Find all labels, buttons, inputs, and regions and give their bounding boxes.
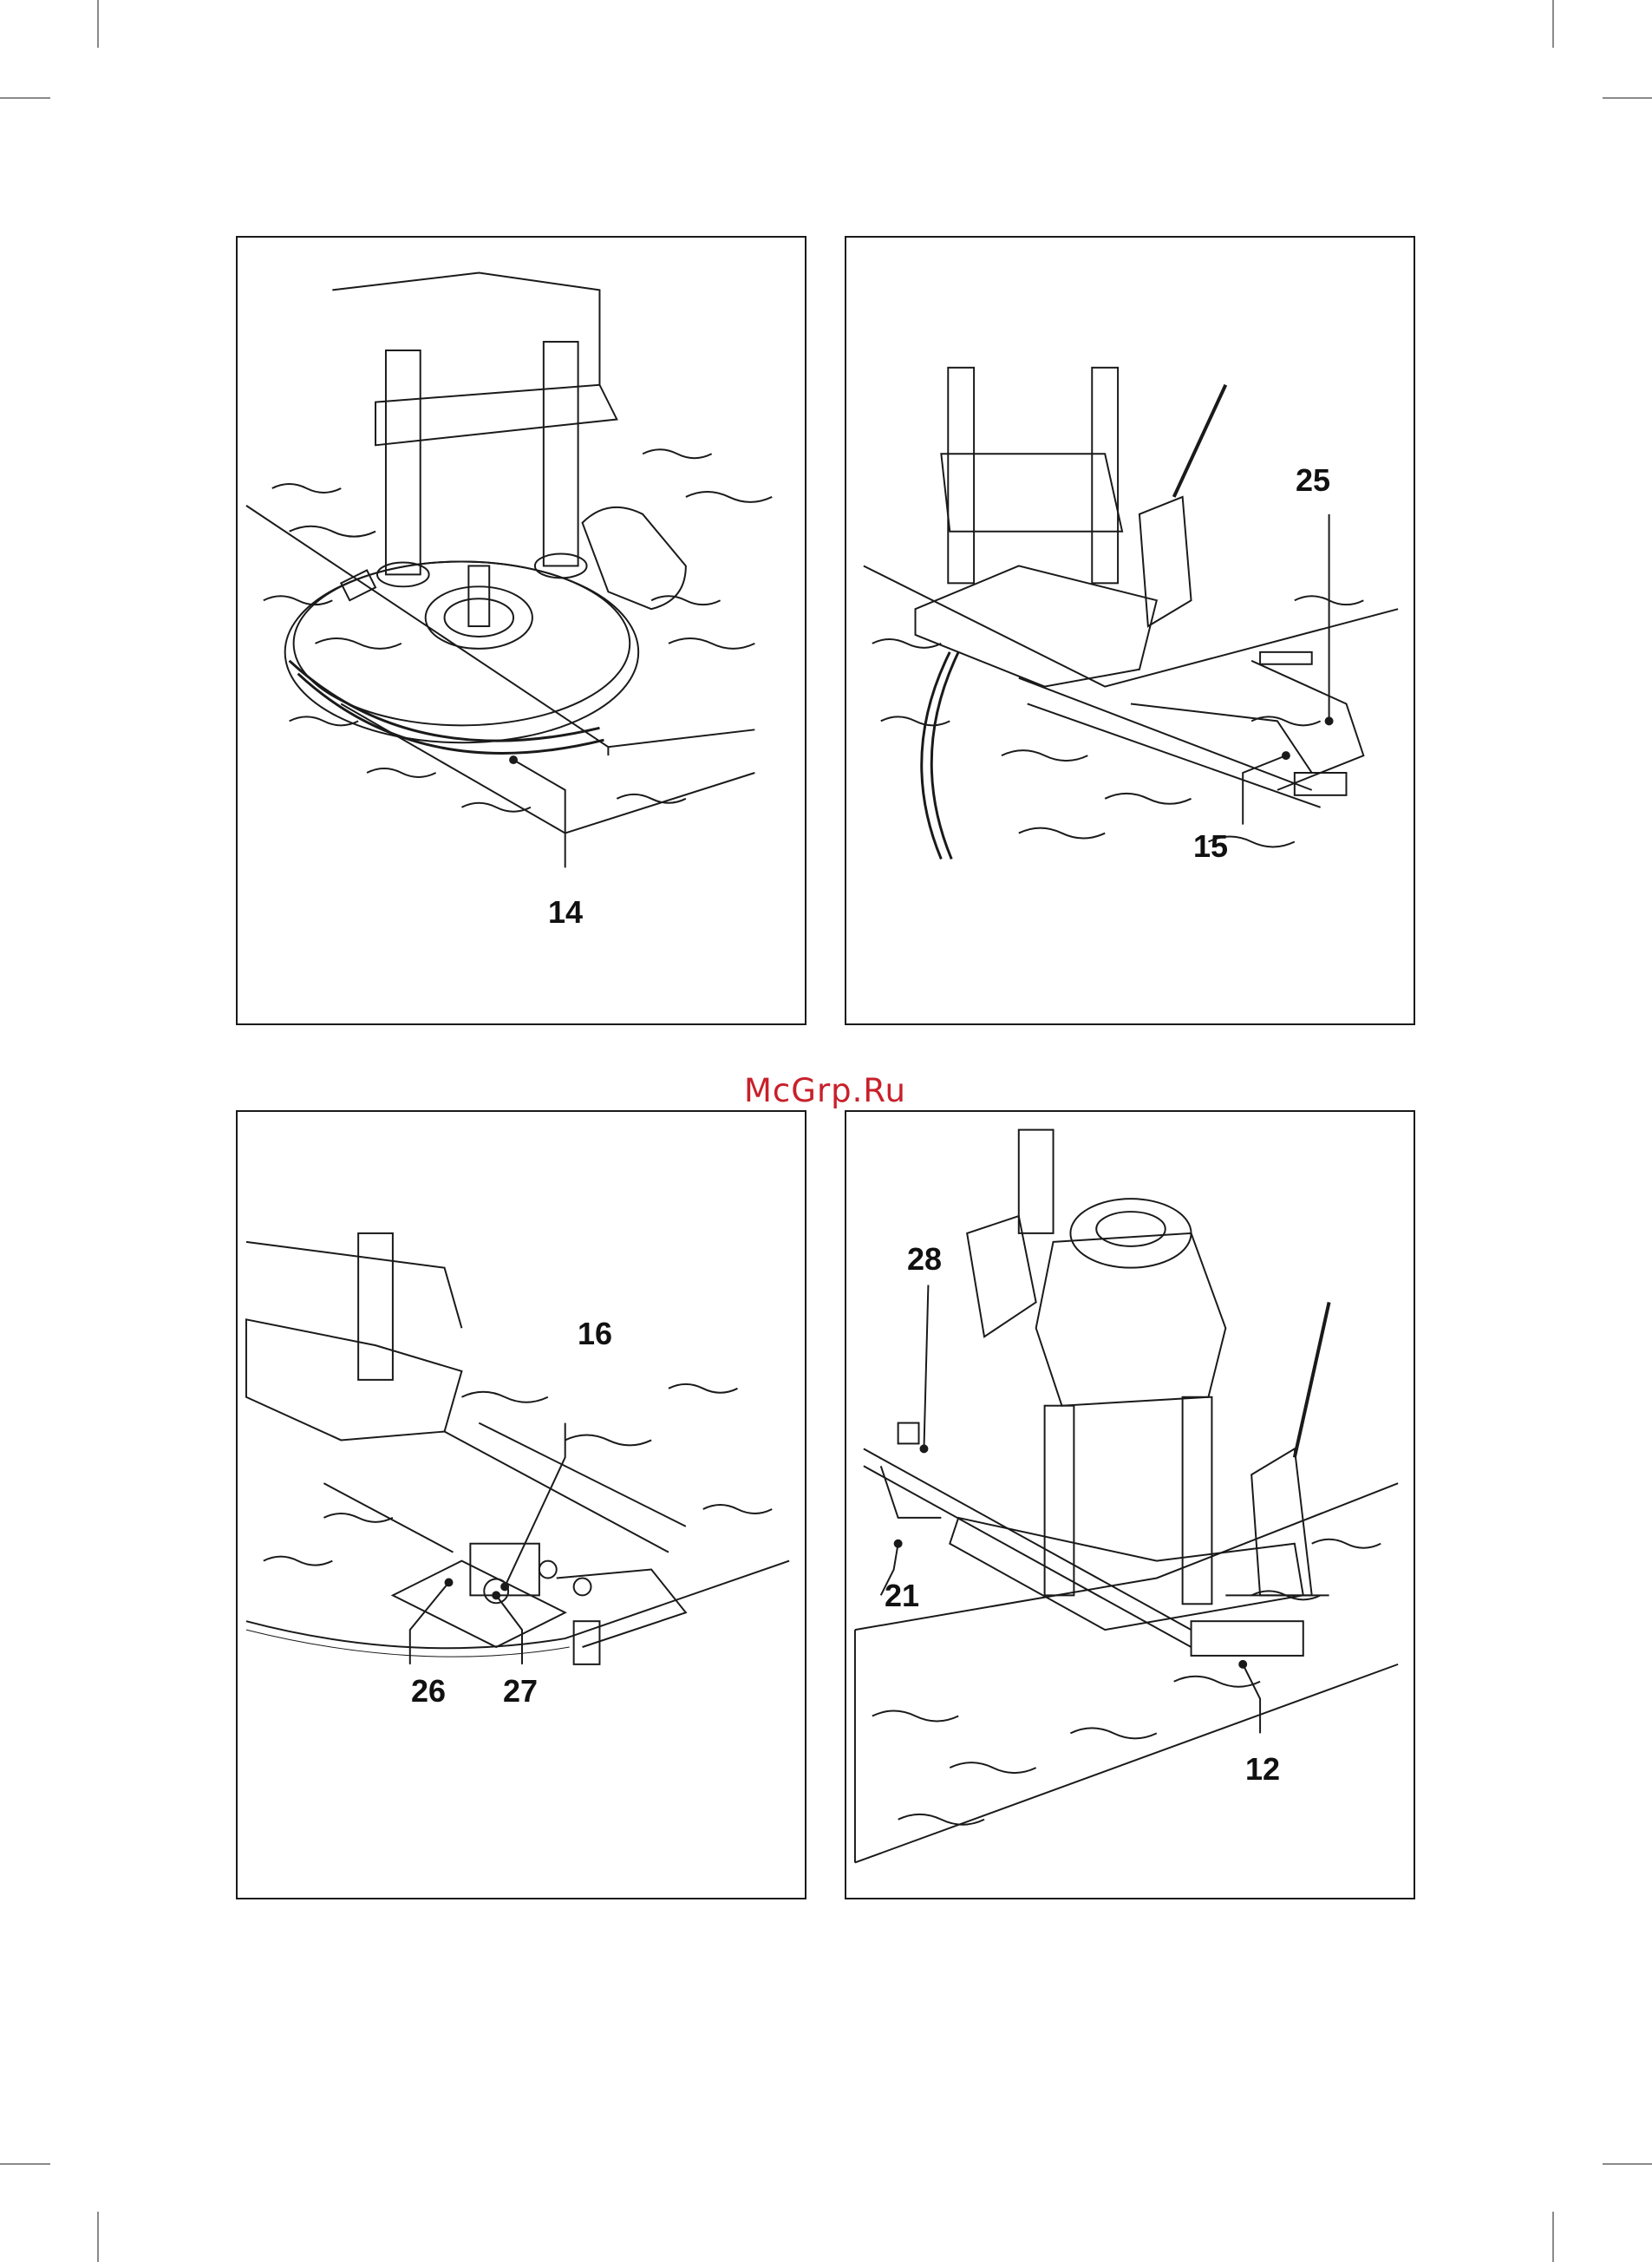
crop-mark [1603, 2163, 1652, 2165]
crop-mark [1603, 97, 1652, 99]
callout-label: 25 [1296, 465, 1330, 496]
watermark: McGrp.Ru [744, 1072, 906, 1109]
crop-mark [0, 97, 50, 99]
parallel-guide-illustration [846, 1112, 1414, 1898]
figure-panel-bottom-right: 28 21 12 [845, 1110, 1415, 1899]
template-guide-illustration [238, 1112, 805, 1898]
crop-mark [0, 2163, 50, 2165]
figure-panel-top-left: 14 [236, 236, 806, 1025]
figure-panel-top-right: 25 15 [845, 236, 1415, 1025]
crop-mark [1552, 0, 1554, 48]
crop-mark [1552, 2212, 1554, 2262]
callout-label: 28 [907, 1244, 942, 1275]
crop-mark [97, 2212, 99, 2262]
router-base-illustration [238, 238, 805, 1023]
figure-panel-bottom-left: 16 26 27 [236, 1110, 806, 1899]
callout-label: 14 [548, 897, 583, 928]
callout-label: 15 [1193, 831, 1228, 862]
crop-mark [97, 0, 99, 48]
callout-label: 12 [1245, 1754, 1280, 1785]
callout-label: 16 [578, 1318, 612, 1350]
callout-label: 26 [411, 1676, 446, 1707]
callout-label: 21 [885, 1580, 919, 1612]
router-guide-illustration [846, 238, 1414, 1023]
callout-label: 27 [503, 1676, 538, 1707]
